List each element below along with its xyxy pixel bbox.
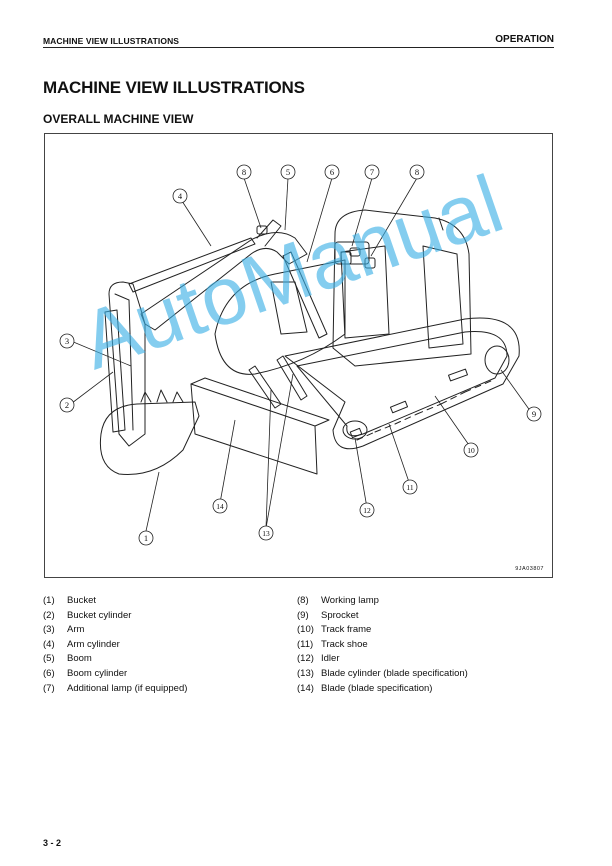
boom-shape — [140, 232, 308, 331]
callout-5: 5 — [280, 164, 296, 180]
legend-label: Track frame — [321, 624, 372, 636]
legend-right-column: (8) Working lamp (9) Sprocket (10) Track fr… — [297, 594, 468, 696]
svg-text:14: 14 — [216, 502, 224, 511]
legend-item: (12) Idler — [297, 652, 468, 667]
callout-1: 1 — [138, 530, 154, 546]
legend-label: Arm cylinder — [67, 638, 120, 650]
legend-item: (11) Track shoe — [297, 638, 468, 653]
legend-item: (7) Additional lamp (if equipped) — [43, 682, 187, 697]
legend-item: (8) Working lamp — [297, 594, 468, 609]
track-frame-shape — [284, 317, 520, 450]
legend-label: Bucket cylinder — [67, 609, 132, 621]
svg-text:8: 8 — [242, 167, 246, 177]
legend-item: (2) Bucket cylinder — [43, 609, 187, 624]
header-rule — [43, 47, 554, 48]
upper-structure-shape — [214, 259, 346, 375]
legend-number: (11) — [297, 638, 314, 650]
legend-number: (9) — [297, 609, 309, 621]
callout-4: 4 — [172, 188, 188, 204]
legend-number: (13) — [297, 667, 314, 679]
legend-number: (12) — [297, 653, 314, 665]
callout-12: 12 — [359, 502, 375, 518]
legend-label: Blade (blade specification) — [321, 682, 433, 694]
legend-label: Bucket — [67, 595, 97, 606]
track-shoe-pattern — [356, 380, 492, 441]
sprocket-shape — [484, 345, 510, 375]
legend-item: (4) Arm cylinder — [43, 638, 187, 653]
arm-cylinder-shape — [128, 237, 256, 293]
callout-14: 14 — [212, 498, 228, 514]
legend-label: Track shoe — [321, 638, 368, 650]
legend-label: Idler — [321, 653, 340, 665]
callout-9: 9 — [526, 406, 542, 422]
svg-text:5: 5 — [286, 167, 290, 177]
legend-item: (6) Boom cylinder — [43, 667, 187, 682]
legend-number: (2) — [43, 609, 55, 621]
callout-8-left: 8 — [236, 164, 252, 180]
page-number: 3 - 2 — [43, 838, 62, 848]
running-header-right: OPERATION — [495, 34, 554, 45]
legend-label: Arm — [67, 624, 85, 636]
svg-text:13: 13 — [262, 529, 270, 538]
legend-label: Boom — [67, 653, 92, 665]
bucket-shape — [99, 401, 200, 475]
legend-number: (1) — [43, 595, 55, 606]
figure-code: 9JA03807 — [515, 566, 544, 572]
callout-6: 6 — [324, 164, 340, 180]
legend-label: Working lamp — [321, 595, 379, 606]
callout-13: 13 — [258, 525, 274, 541]
blade-cylinder-shape — [248, 365, 282, 409]
legend-item: (10) Track frame — [297, 623, 468, 638]
callout-8-right: 8 — [409, 164, 425, 180]
legend-number: (14) — [297, 682, 314, 694]
legend-number: (10) — [297, 624, 314, 636]
legend-number: (4) — [43, 638, 55, 650]
legend-item: (3) Arm — [43, 623, 187, 638]
svg-text:4: 4 — [178, 191, 183, 201]
legend-label: Blade cylinder (blade specification) — [321, 667, 468, 679]
svg-text:3: 3 — [65, 336, 69, 346]
svg-text:11: 11 — [406, 483, 413, 492]
legend-number: (6) — [43, 667, 55, 679]
legend-number: (7) — [43, 682, 55, 694]
blade-shape — [190, 383, 318, 475]
machine-illustration: 1 2 3 4 5 6 7 8 8 9 10 11 12 13 14 9JA03… — [44, 133, 553, 578]
cab-shape — [332, 209, 472, 367]
svg-text:1: 1 — [144, 533, 148, 543]
legend-item: (13) Blade cylinder (blade specification) — [297, 667, 468, 682]
svg-text:10: 10 — [467, 446, 475, 455]
legend-number: (8) — [297, 595, 309, 606]
callout-10: 10 — [463, 442, 479, 458]
legend-label: Additional lamp (if equipped) — [67, 682, 188, 694]
legend-item: (14) Blade (blade specification) — [297, 682, 468, 697]
svg-text:8: 8 — [415, 167, 419, 177]
svg-text:9: 9 — [532, 409, 536, 419]
legend-left-column: (1) Bucket (2) Bucket cylinder (3) Arm (4) A… — [43, 594, 187, 696]
callout-3: 3 — [59, 333, 75, 349]
callout-7: 7 — [364, 164, 380, 180]
bucket-cylinder-shape — [104, 309, 126, 433]
callout-2: 2 — [59, 397, 75, 413]
page-title: MACHINE VIEW ILLUSTRATIONS — [43, 78, 305, 97]
section-title: OVERALL MACHINE VIEW — [43, 112, 194, 126]
boom-cylinder-shape — [282, 251, 328, 339]
excavator-drawing: 1 2 3 4 5 6 7 8 8 9 10 11 12 13 14 — [59, 164, 542, 546]
arm-shape — [108, 281, 146, 447]
legend-number: (5) — [43, 653, 55, 665]
legend-label: Boom cylinder — [67, 667, 128, 679]
svg-text:7: 7 — [370, 167, 374, 177]
running-header-left: MACHINE VIEW ILLUSTRATIONS — [43, 36, 180, 46]
svg-text:6: 6 — [330, 167, 334, 177]
legend-item: (1) Bucket — [43, 594, 187, 609]
legend-item: (5) Boom — [43, 652, 187, 667]
callout-11: 11 — [402, 479, 418, 495]
svg-text:12: 12 — [363, 506, 371, 515]
legend-number: (3) — [43, 624, 55, 636]
svg-text:2: 2 — [65, 400, 69, 410]
legend-item: (9) Sprocket — [297, 609, 468, 624]
legend-label: Sprocket — [321, 609, 359, 621]
working-lamp-shape — [256, 225, 268, 235]
